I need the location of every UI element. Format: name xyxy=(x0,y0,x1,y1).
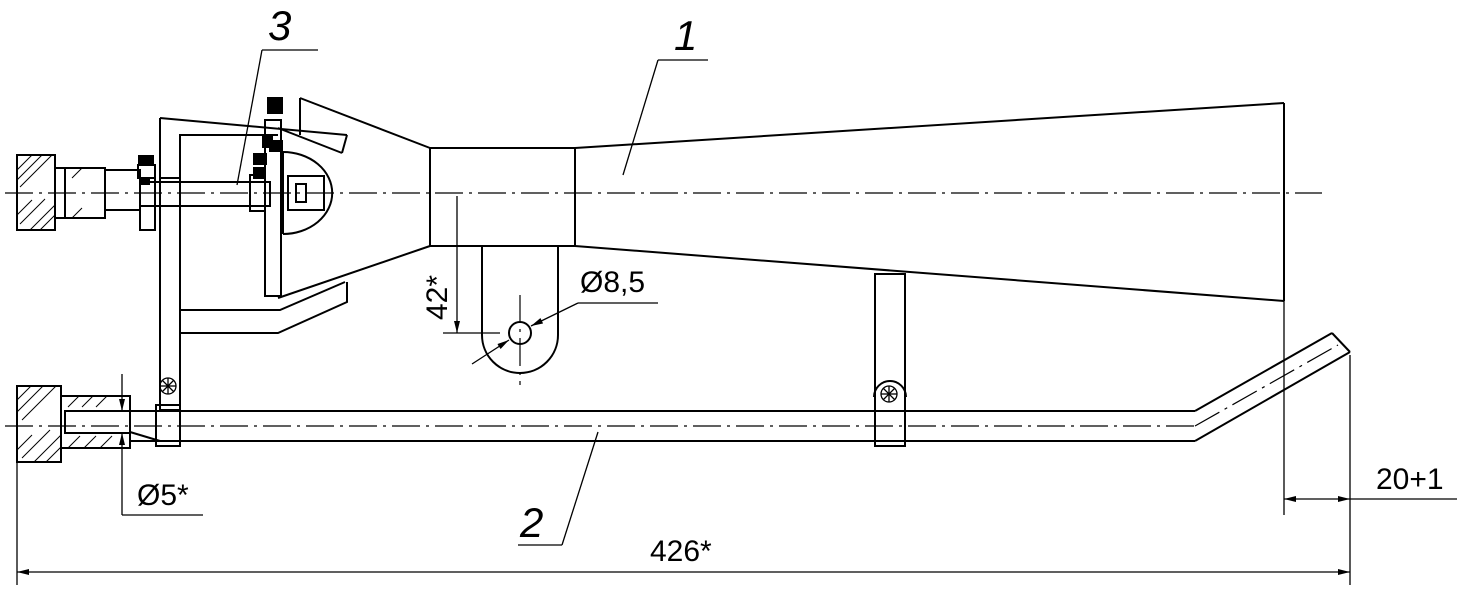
dim-end-offset-text: 20+1 xyxy=(1376,463,1444,496)
dim-vertical-offset: 42* xyxy=(421,196,500,334)
dim-vertical-offset-text: 42* xyxy=(421,275,454,320)
dim-hole-diameter: Ø8,5 xyxy=(471,266,658,365)
upper-fitting xyxy=(16,154,106,231)
tube-clamp-left xyxy=(155,377,181,447)
callout-2-label: 2 xyxy=(519,499,543,546)
callout-1: 1 xyxy=(622,12,708,176)
tube-clamp-right xyxy=(873,273,907,447)
dim-overall-length: 426* xyxy=(16,355,1351,585)
center-axes xyxy=(5,192,1339,427)
burner-head xyxy=(104,97,348,411)
dim-tube-diameter: Ø5* xyxy=(119,374,203,516)
lower-fitting xyxy=(16,385,131,463)
dim-hole-diameter-text: Ø8,5 xyxy=(580,266,645,299)
dim-tube-diameter-text: Ø5* xyxy=(137,479,189,512)
callout-2: 2 xyxy=(518,431,599,546)
dim-overall-length-text: 426* xyxy=(650,535,712,568)
gas-tube xyxy=(129,332,1351,442)
funnel-body xyxy=(277,97,1285,515)
dim-end-offset: 20+1 xyxy=(1284,463,1457,502)
mounting-lug xyxy=(481,246,559,374)
callout-1-label: 1 xyxy=(674,12,697,59)
callout-3-label: 3 xyxy=(268,2,291,49)
callout-3: 3 xyxy=(236,2,318,186)
lower-support xyxy=(180,281,348,334)
